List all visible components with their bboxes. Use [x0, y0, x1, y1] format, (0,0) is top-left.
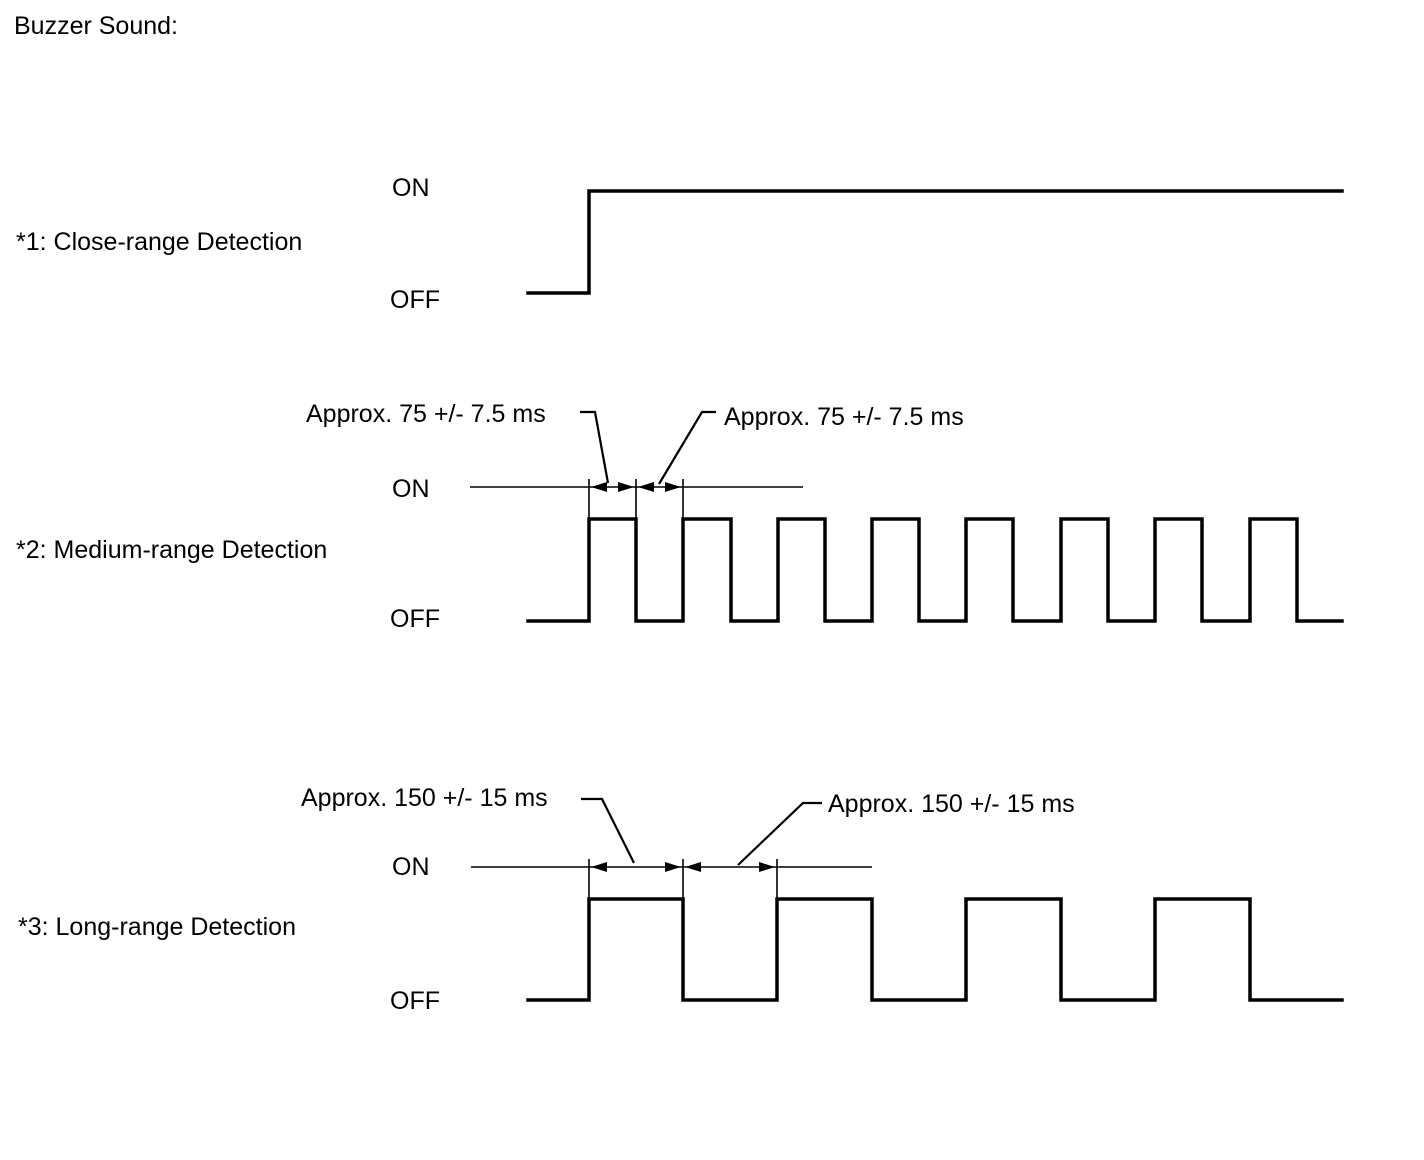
medium-range-arrowhead: [618, 482, 634, 492]
long-range-arrowhead: [685, 862, 701, 872]
medium-range-off-leader-line: [658, 410, 716, 485]
close-range-row: *1: Close-range Detection ON OFF: [16, 174, 1344, 314]
medium-range-on-label: ON: [392, 475, 430, 503]
long-range-arrowhead: [591, 862, 607, 872]
medium-range-on-annotation: Approx. 75 +/- 7.5 ms: [306, 400, 546, 428]
close-range-on-label: ON: [392, 174, 430, 202]
long-range-arrowhead: [759, 862, 775, 872]
diagram-title: Buzzer Sound:: [14, 12, 178, 40]
close-range-label: *1: Close-range Detection: [16, 228, 302, 256]
close-range-off-label: OFF: [390, 286, 440, 314]
long-range-off-annotation: Approx. 150 +/- 15 ms: [828, 790, 1075, 818]
long-range-waveform: [526, 897, 1344, 1002]
long-range-arrowhead: [665, 862, 681, 872]
close-range-waveform: [526, 189, 1344, 295]
medium-range-arrowhead: [638, 482, 654, 492]
long-range-on-label: ON: [392, 853, 430, 881]
medium-range-waveform: [526, 517, 1344, 623]
medium-range-arrowhead: [665, 482, 681, 492]
long-range-on-leader-line: [581, 797, 635, 864]
medium-range-arrowhead: [591, 482, 607, 492]
long-range-on-annotation: Approx. 150 +/- 15 ms: [301, 784, 548, 812]
long-range-off-leader-line: [737, 801, 822, 866]
medium-range-on-leader-line: [580, 410, 610, 484]
medium-range-off-annotation: Approx. 75 +/- 7.5 ms: [724, 403, 964, 431]
long-range-off-label: OFF: [390, 987, 440, 1015]
long-range-row: *3: Long-range Detection ON OFF Approx. …: [18, 784, 1344, 1015]
medium-range-label: *2: Medium-range Detection: [16, 536, 327, 564]
medium-range-off-label: OFF: [390, 605, 440, 633]
long-range-label: *3: Long-range Detection: [18, 913, 296, 941]
medium-range-row: *2: Medium-range Detection ON OFF Approx…: [16, 400, 1344, 633]
